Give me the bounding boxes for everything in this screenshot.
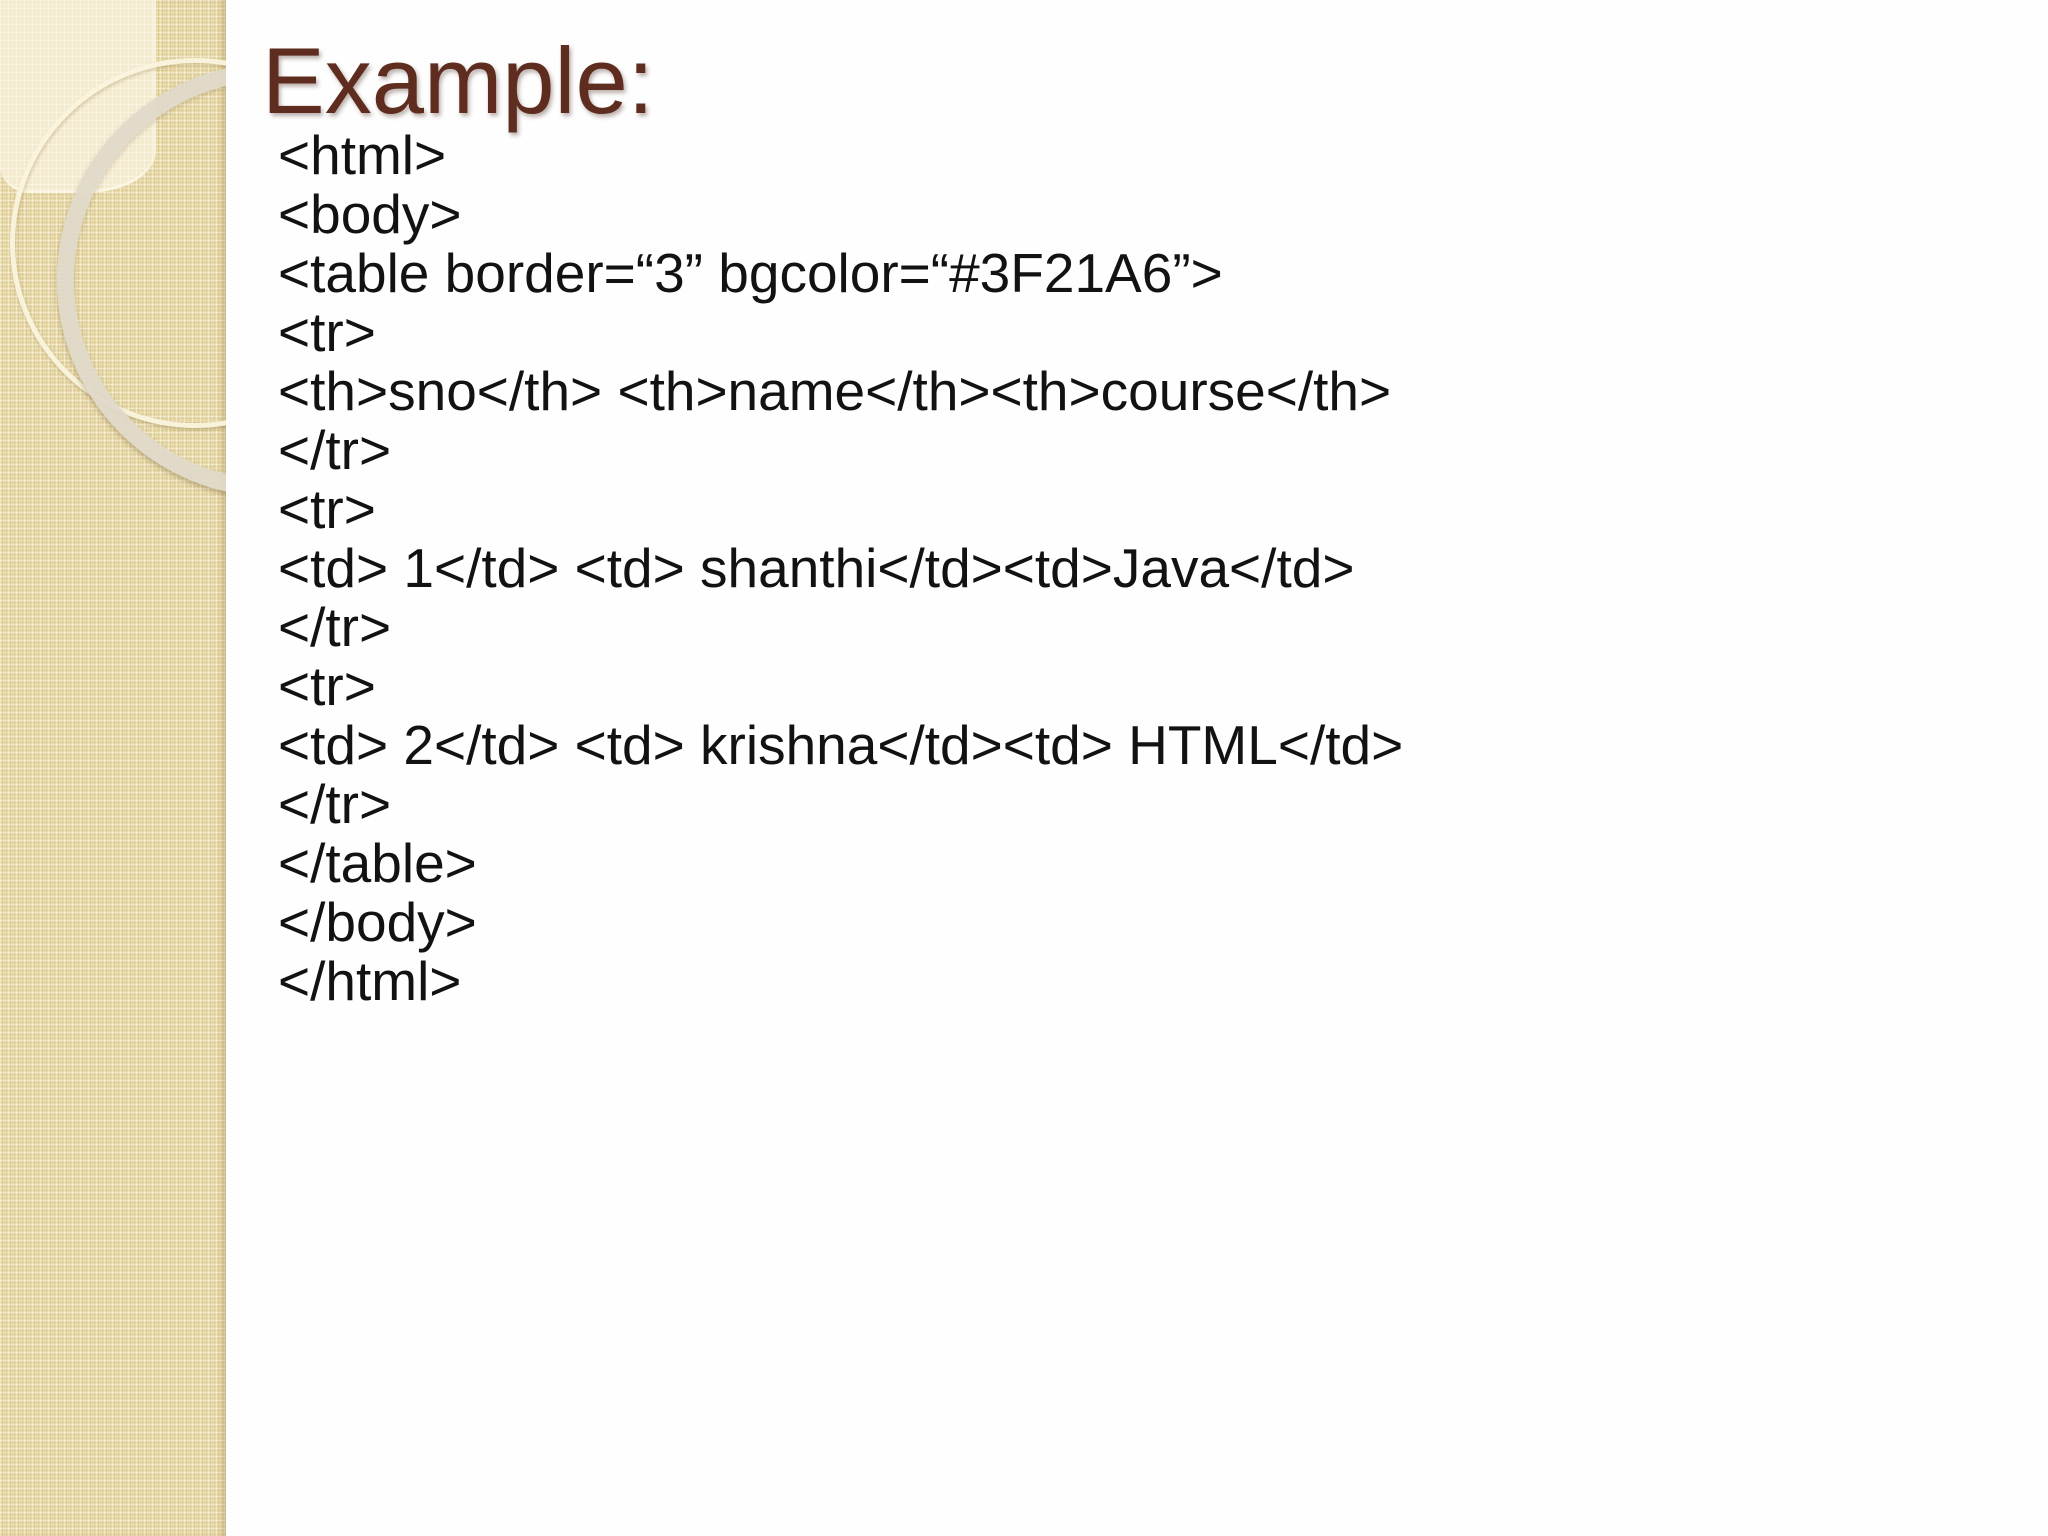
sidebar-decoration [0,0,226,1536]
code-line: <body> [278,183,462,245]
code-line: <td> 2</td> <td> krishna</td><td> HTML</… [278,714,1404,776]
code-line: </tr> [278,773,392,835]
code-block: <html><body><table border=“3” bgcolor=“#… [278,126,1403,1011]
code-line: </tr> [278,596,392,658]
code-line: <table border=“3” bgcolor=“#3F21A6”> [278,242,1223,304]
code-line: </table> [278,832,477,894]
code-line: <html> [278,124,447,186]
code-line: <tr> [278,655,376,717]
code-line: </html> [278,950,462,1012]
code-line: <tr> [278,301,376,363]
code-line: </body> [278,891,477,953]
slide-title: Example: [262,28,654,133]
code-line: <tr> [278,478,376,540]
code-line: <td> 1</td> <td> shanthi</td><td>Java</t… [278,537,1355,599]
slide-content-area: Example: <html><body><table border=“3” b… [226,0,2048,1536]
code-line: <th>sno</th> <th>name</th><th>course</th… [278,360,1392,422]
code-line: </tr> [278,419,392,481]
